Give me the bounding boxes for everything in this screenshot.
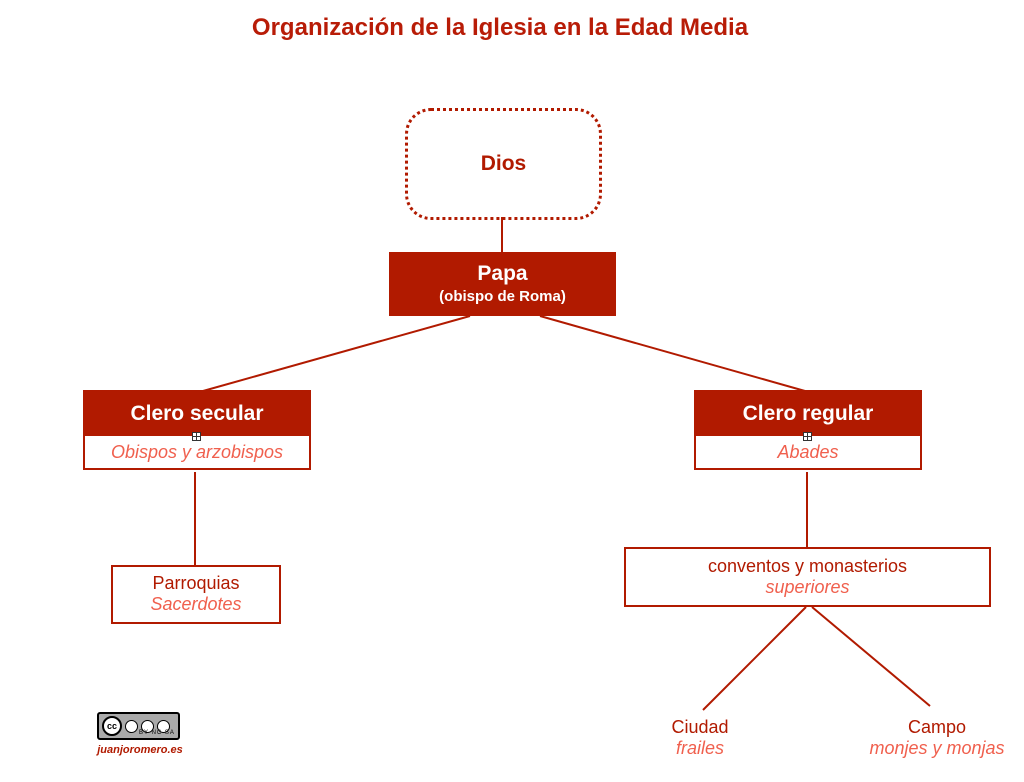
diagram-title: Organización de la Iglesia en la Edad Me… <box>251 14 749 41</box>
node-clero-regular: Clero regular Abades <box>694 390 922 470</box>
node-ciudad-subtitle: frailes <box>675 738 724 758</box>
connector-papa-regular <box>539 315 806 392</box>
node-campo-title: Campo <box>907 717 967 737</box>
node-papa: Papa (obispo de Roma) <box>389 252 616 316</box>
node-dios: Dios <box>405 108 602 220</box>
node-campo: Campo monjes y monjas <box>852 717 1022 759</box>
node-papa-title: Papa <box>477 262 528 285</box>
connector-conventos-ciudad <box>702 606 807 711</box>
node-ciudad: Ciudad frailes <box>640 717 760 759</box>
sa-icon <box>157 719 170 733</box>
node-clero-secular-title: Clero secular <box>130 402 264 425</box>
cc-icon: cc <box>102 716 122 736</box>
expand-handle-icon[interactable] <box>192 432 201 441</box>
license-labels: BY NC SA <box>139 730 175 736</box>
node-dios-label: Dios <box>480 152 527 175</box>
expand-handle-icon[interactable] <box>803 432 812 441</box>
node-papa-subtitle: (obispo de Roma) <box>439 288 566 305</box>
node-conventos-subtitle: superiores <box>765 577 850 597</box>
node-parroquias: Parroquias Sacerdotes <box>111 565 281 624</box>
node-clero-secular-subtitle: Obispos y arzobispos <box>110 442 284 462</box>
node-clero-regular-header: Clero regular <box>696 392 920 441</box>
node-conventos-title: conventos y monasterios <box>707 556 908 576</box>
node-clero-regular-subtitle: Abades <box>777 442 839 462</box>
connector-conventos-campo <box>811 606 931 707</box>
node-conventos: conventos y monasterios superiores <box>624 547 991 607</box>
connector-papa-secular <box>202 315 471 392</box>
node-clero-secular-header: Clero secular <box>85 392 309 441</box>
node-parroquias-subtitle: Sacerdotes <box>150 594 242 614</box>
node-clero-secular: Clero secular Obispos y arzobispos <box>83 390 311 470</box>
node-campo-subtitle: monjes y monjas <box>869 738 1005 758</box>
nc-icon <box>141 719 154 733</box>
by-icon <box>125 719 138 733</box>
node-ciudad-title: Ciudad <box>671 717 729 737</box>
creative-commons-license-badge: cc BY NC SA <box>97 712 180 740</box>
site-credit: juanjoromero.es <box>97 744 183 756</box>
node-clero-regular-title: Clero regular <box>742 402 874 425</box>
node-parroquias-title: Parroquias <box>152 573 240 593</box>
